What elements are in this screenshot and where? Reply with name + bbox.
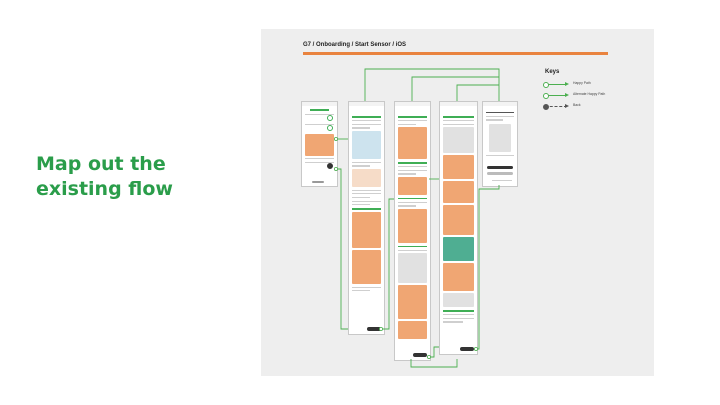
key-happy-path: Happy Path	[543, 80, 625, 91]
screen-pairing-code	[482, 101, 518, 187]
screen-choose-site	[348, 101, 385, 335]
key-back: Back	[543, 102, 625, 113]
alternate-path-line-icon	[543, 92, 569, 99]
keys-legend: Keys Happy Path Alternate Happy Path Bac…	[543, 69, 625, 113]
key-label: Happy Path	[573, 81, 591, 85]
flow-board: G7 / Onboarding / Start Sensor / iOS Key…	[261, 29, 654, 376]
screen-start-sensor	[301, 101, 338, 187]
flow-connectors	[334, 68, 500, 368]
keys-title: Keys	[545, 69, 560, 75]
screen-apply-sensor	[394, 101, 431, 361]
happy-path-line-icon	[543, 81, 569, 88]
key-alternate-happy-path: Alternate Happy Path	[543, 91, 625, 102]
board-title-rule	[303, 52, 608, 55]
slide-headline: Map out the existing flow	[36, 153, 173, 200]
back-line-icon	[543, 103, 569, 110]
key-label: Alternate Happy Path	[573, 92, 606, 96]
board-title: G7 / Onboarding / Start Sensor / iOS	[303, 42, 407, 48]
screen-attach-sensor	[439, 101, 478, 355]
key-label: Back	[573, 103, 581, 107]
